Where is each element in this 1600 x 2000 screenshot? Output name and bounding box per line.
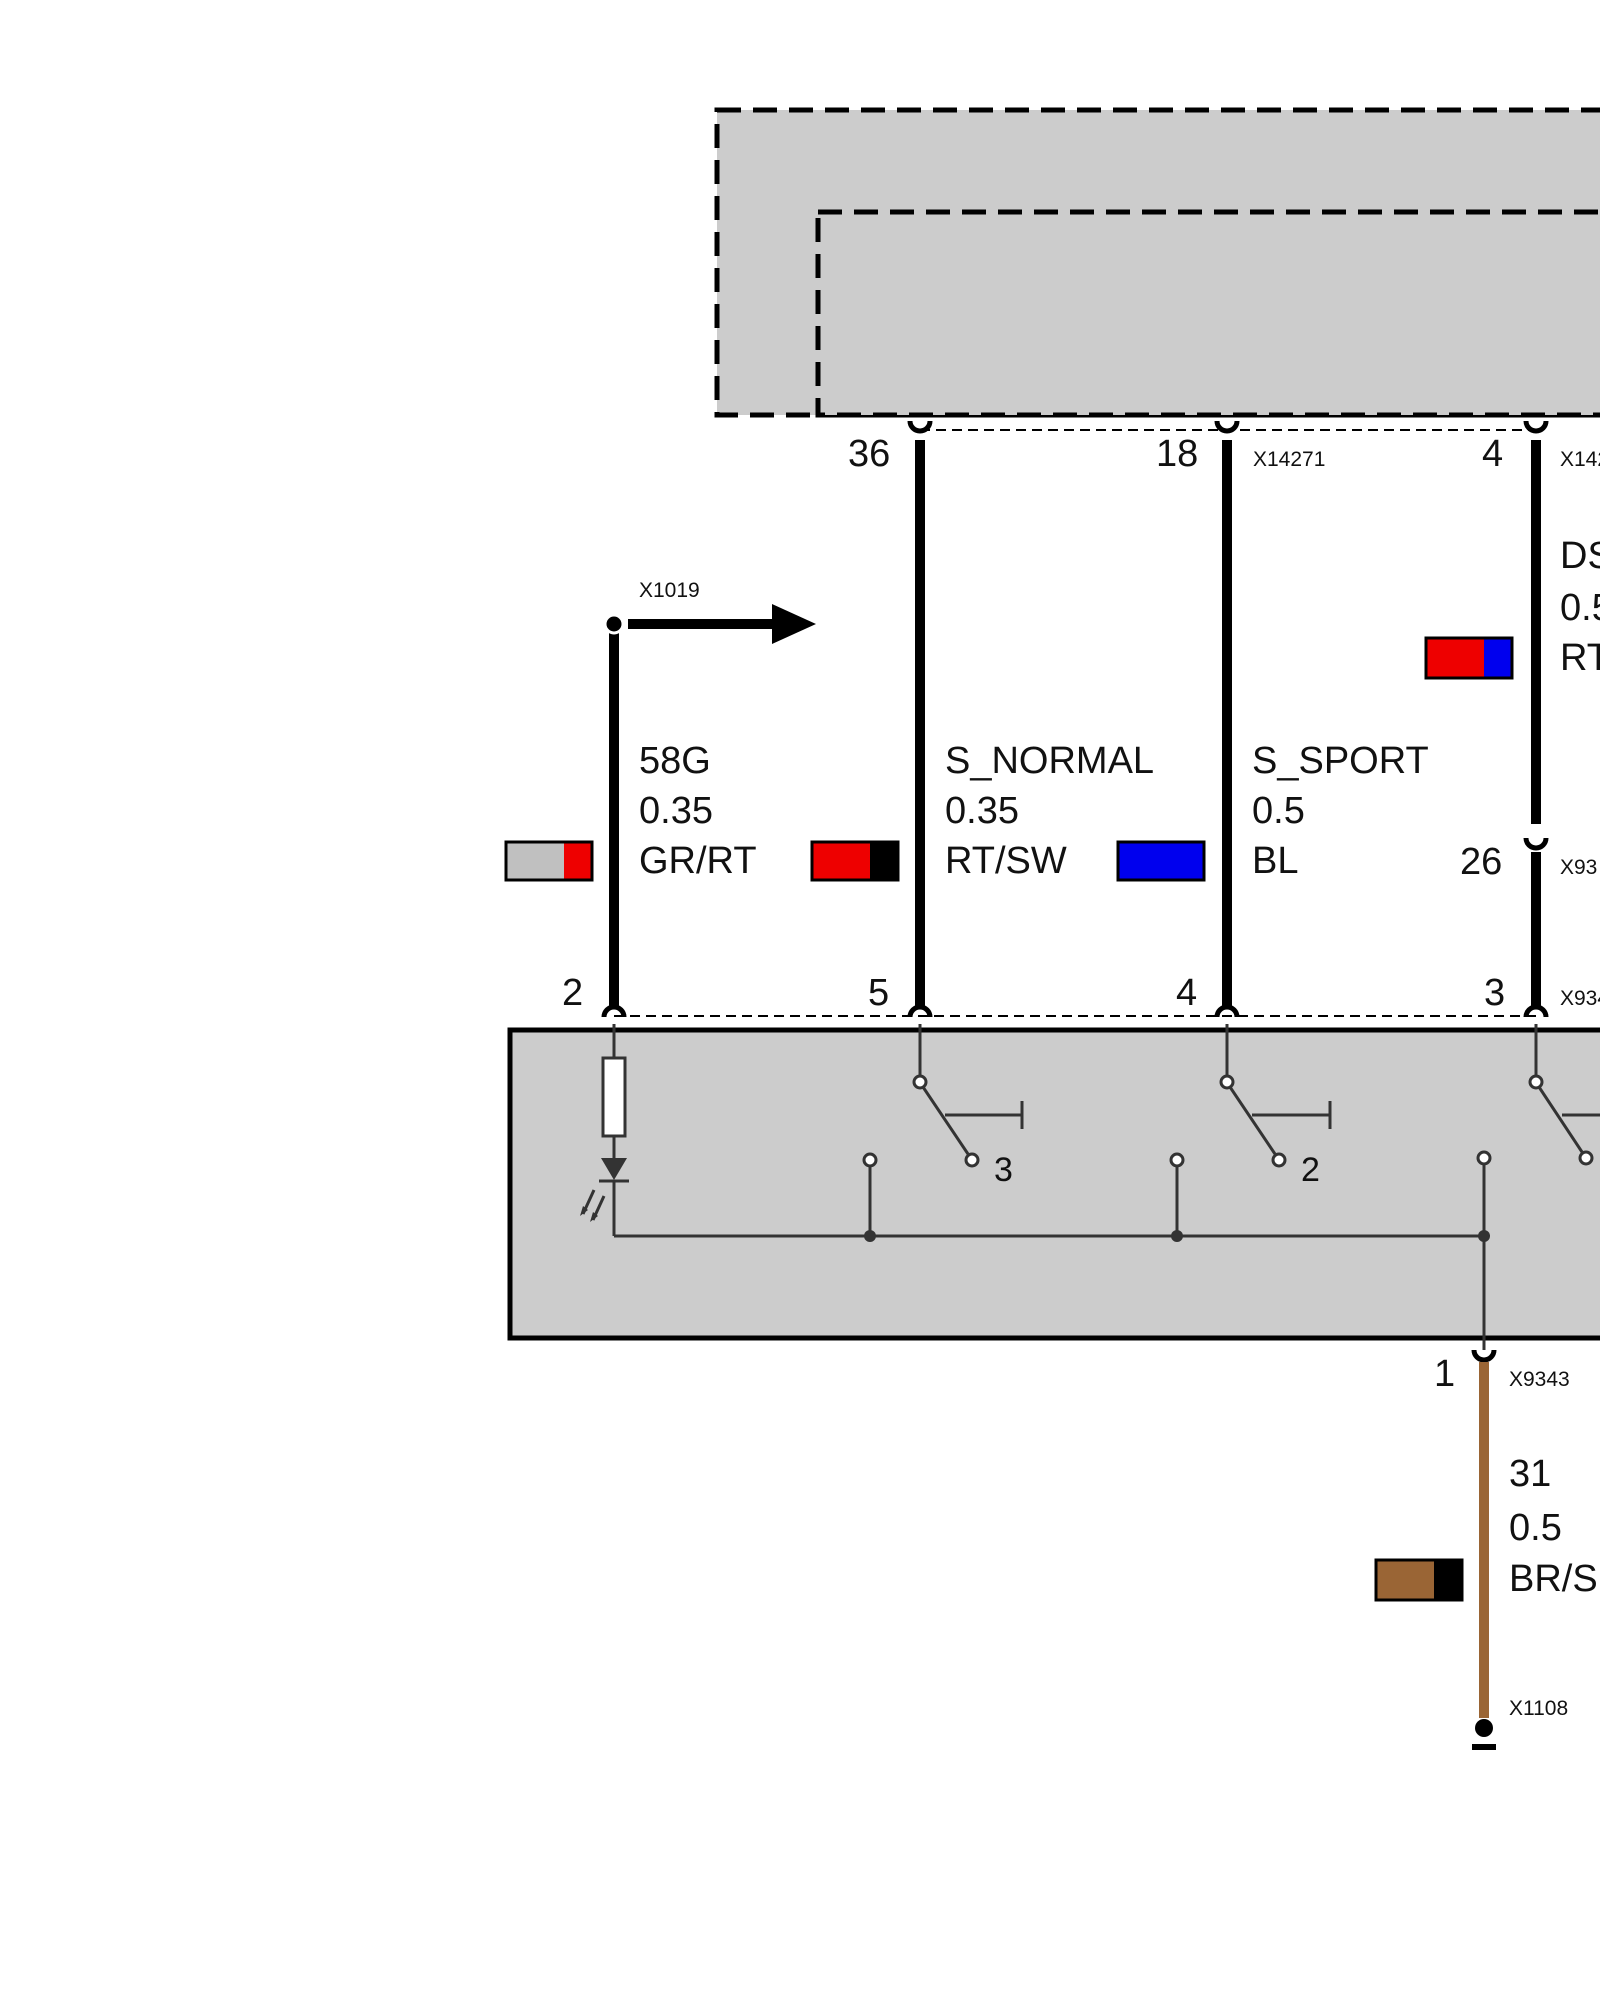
switch1-position-label: 3 <box>994 1151 1013 1189</box>
pin-socket-2 <box>601 1004 627 1018</box>
switch1-common-contact <box>912 1074 928 1090</box>
connector-label-x14271: X14271 <box>1253 448 1325 471</box>
wire-31-color: BR/S <box>1509 1558 1598 1600</box>
switch2-ground-contact <box>1169 1152 1185 1168</box>
switch3-ground-contact <box>1476 1150 1492 1166</box>
pin-socket-4-upper <box>1523 420 1549 434</box>
wire-s-normal-swatch-sw <box>870 842 898 880</box>
switch1-position-contact <box>964 1152 980 1168</box>
pin-label-18: 18 <box>1156 433 1198 475</box>
control-unit-inner-housing <box>815 209 1600 418</box>
wire-ds-swatch-frame <box>1424 636 1514 680</box>
wire-s-normal-swatch-rt <box>812 842 870 880</box>
pin-socket-26 <box>1523 837 1549 851</box>
ground-point-icon <box>1475 1719 1493 1737</box>
switch2-position-label: 2 <box>1301 1151 1320 1189</box>
wire-58g-swatch-rt <box>564 842 592 880</box>
connector-label-x93: X93 <box>1560 856 1597 879</box>
wire-31-size: 0.5 <box>1509 1507 1562 1549</box>
connector-label-x9343: X9343 <box>1509 1368 1570 1391</box>
pin-label-2: 2 <box>562 972 583 1014</box>
switch3-position-contact <box>1578 1150 1594 1166</box>
switch2-lever <box>1228 1086 1277 1155</box>
pin-socket-36 <box>907 420 933 434</box>
wire-s-sport-swatch-bl <box>1118 842 1204 880</box>
pin-label-26: 26 <box>1460 841 1502 883</box>
wire-ds-swatch-rt <box>1426 638 1484 678</box>
wire-58g-color: GR/RT <box>639 840 757 882</box>
pin-label-36: 36 <box>848 433 890 475</box>
pin-socket-3-lower <box>1523 1004 1549 1018</box>
wire-ds-size: 0.5 <box>1560 587 1600 629</box>
switch3-common-contact <box>1528 1074 1544 1090</box>
pin-socket-1 <box>1471 1349 1497 1363</box>
wire-31-swatch-br <box>1376 1560 1434 1600</box>
wire-58g-size: 0.35 <box>639 790 713 832</box>
pin-label-1: 1 <box>1434 1353 1455 1395</box>
switch3-lever <box>1537 1086 1584 1153</box>
pin-socket-18 <box>1214 420 1240 434</box>
led-light-rays-icon <box>580 1189 606 1222</box>
switch-module-housing <box>507 1027 1600 1341</box>
bus-node-1 <box>864 1230 876 1242</box>
bus-node-2 <box>1171 1230 1183 1242</box>
wire-ds-color: RT <box>1560 637 1600 679</box>
connector-label-x142: X142 <box>1560 448 1600 471</box>
pin-label-3-lower: 3 <box>1484 972 1505 1014</box>
switch2-common-contact <box>1219 1074 1235 1090</box>
switch2-position-contact <box>1271 1152 1287 1168</box>
wire-ds-signal: DS <box>1560 535 1600 577</box>
wire-31-swatch-sw <box>1434 1560 1462 1600</box>
wire-s-sport-color: BL <box>1252 840 1298 882</box>
led-diode-icon <box>601 1158 627 1180</box>
wire-s-sport-swatch-frame <box>1116 840 1206 882</box>
wire-s-normal-swatch-frame <box>810 840 900 882</box>
pin-socket-5 <box>907 1004 933 1018</box>
connector-label-x934: X934 <box>1560 987 1600 1010</box>
wire-58g-swatch-gr <box>506 842 564 880</box>
junction-x1019 <box>603 613 625 635</box>
wire-31-swatch-frame <box>1374 1558 1464 1602</box>
switch1-lever <box>921 1086 970 1155</box>
switch1-ground-contact <box>862 1152 878 1168</box>
wire-s-normal-size: 0.35 <box>945 790 1019 832</box>
wire-s-normal-signal: S_NORMAL <box>945 740 1154 782</box>
wire-ds-swatch-bl <box>1484 638 1512 678</box>
connector-label-x1019: X1019 <box>639 579 700 602</box>
pin-label-4-upper: 4 <box>1482 433 1503 475</box>
wire-58g-signal: 58G <box>639 740 711 782</box>
wire-s-sport-size: 0.5 <box>1252 790 1305 832</box>
connector-label-x1108: X1108 <box>1509 1697 1568 1720</box>
pin-label-4-lower: 4 <box>1176 972 1197 1014</box>
wire-s-normal-color: RT/SW <box>945 840 1067 882</box>
pin-label-5: 5 <box>868 972 889 1014</box>
wire-58g-swatch-frame <box>504 840 594 882</box>
arrow-head-icon <box>772 604 816 644</box>
wire-s-sport-signal: S_SPORT <box>1252 740 1429 782</box>
pin-socket-4-lower <box>1214 1004 1240 1018</box>
resistor-icon <box>601 1056 627 1138</box>
wire-31-signal: 31 <box>1509 1453 1551 1495</box>
